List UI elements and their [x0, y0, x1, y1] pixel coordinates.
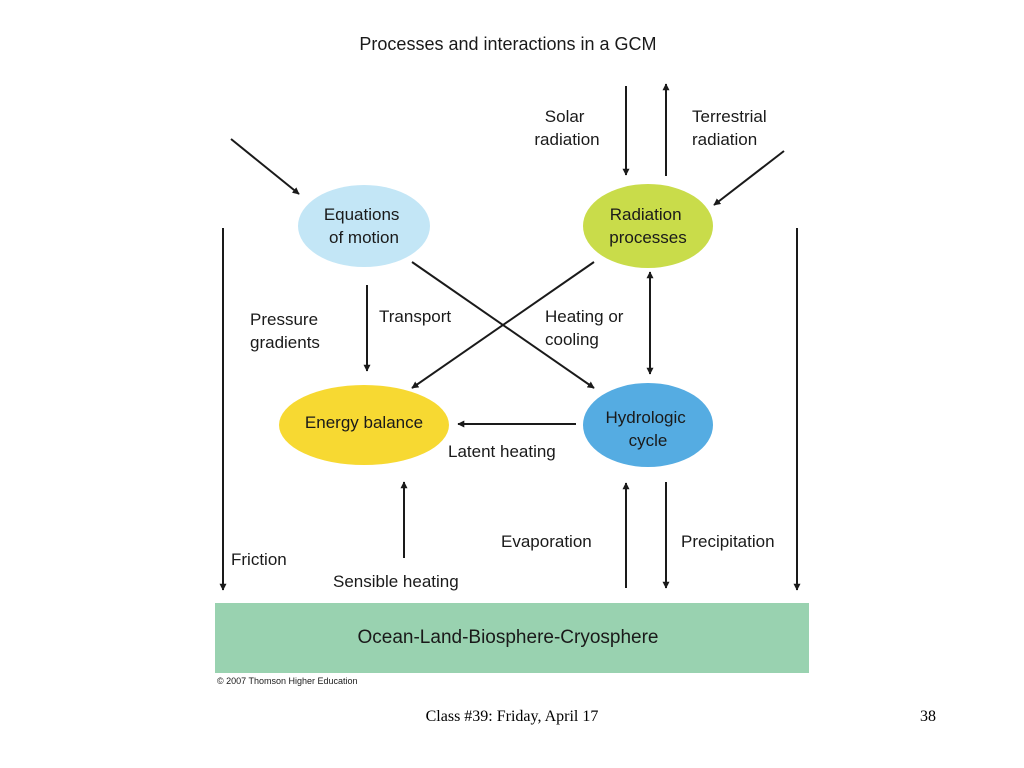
node-radiation-processes [583, 184, 713, 268]
footer-page-number: 38 [920, 708, 936, 725]
label-heating-or-cooling: Heating or cooling [545, 307, 628, 349]
label-terrestrial-radiation: Terrestrial radiation [692, 107, 771, 149]
arrow-external-to-equations [230, 138, 300, 195]
label-transport: Transport [379, 307, 451, 326]
arrow-external-to-radiation [713, 150, 785, 206]
node-hydrologic-label: Hydrologic cycle [605, 408, 690, 450]
base-band [215, 603, 809, 673]
label-precipitation: Precipitation [681, 532, 775, 551]
diagram-title: Processes and interactions in a GCM [359, 34, 656, 54]
arrow-radiation-to-energy [411, 261, 595, 389]
copyright-text: © 2007 Thomson Higher Education [217, 676, 358, 686]
label-friction: Friction [231, 550, 287, 569]
label-sensible-heating: Sensible heating [333, 572, 459, 591]
base-label: Ocean-Land-Biosphere-Cryosphere [358, 627, 659, 648]
node-energy-balance [279, 385, 449, 465]
node-radiation-label: Radiation processes [609, 205, 686, 247]
label-latent-heating: Latent heating [448, 442, 556, 461]
label-evaporation: Evaporation [501, 532, 592, 551]
label-pressure-gradients: Pressure gradients [250, 310, 323, 352]
node-hydrologic-cycle [583, 383, 713, 467]
footer-class-date: Class #39: Friday, April 17 [425, 708, 599, 725]
label-solar-radiation: Solar radiation [534, 107, 599, 149]
node-equations-of-motion [298, 185, 430, 267]
node-energy-label: Energy balance [305, 413, 423, 432]
node-equations-label: Equations of motion [324, 205, 404, 247]
